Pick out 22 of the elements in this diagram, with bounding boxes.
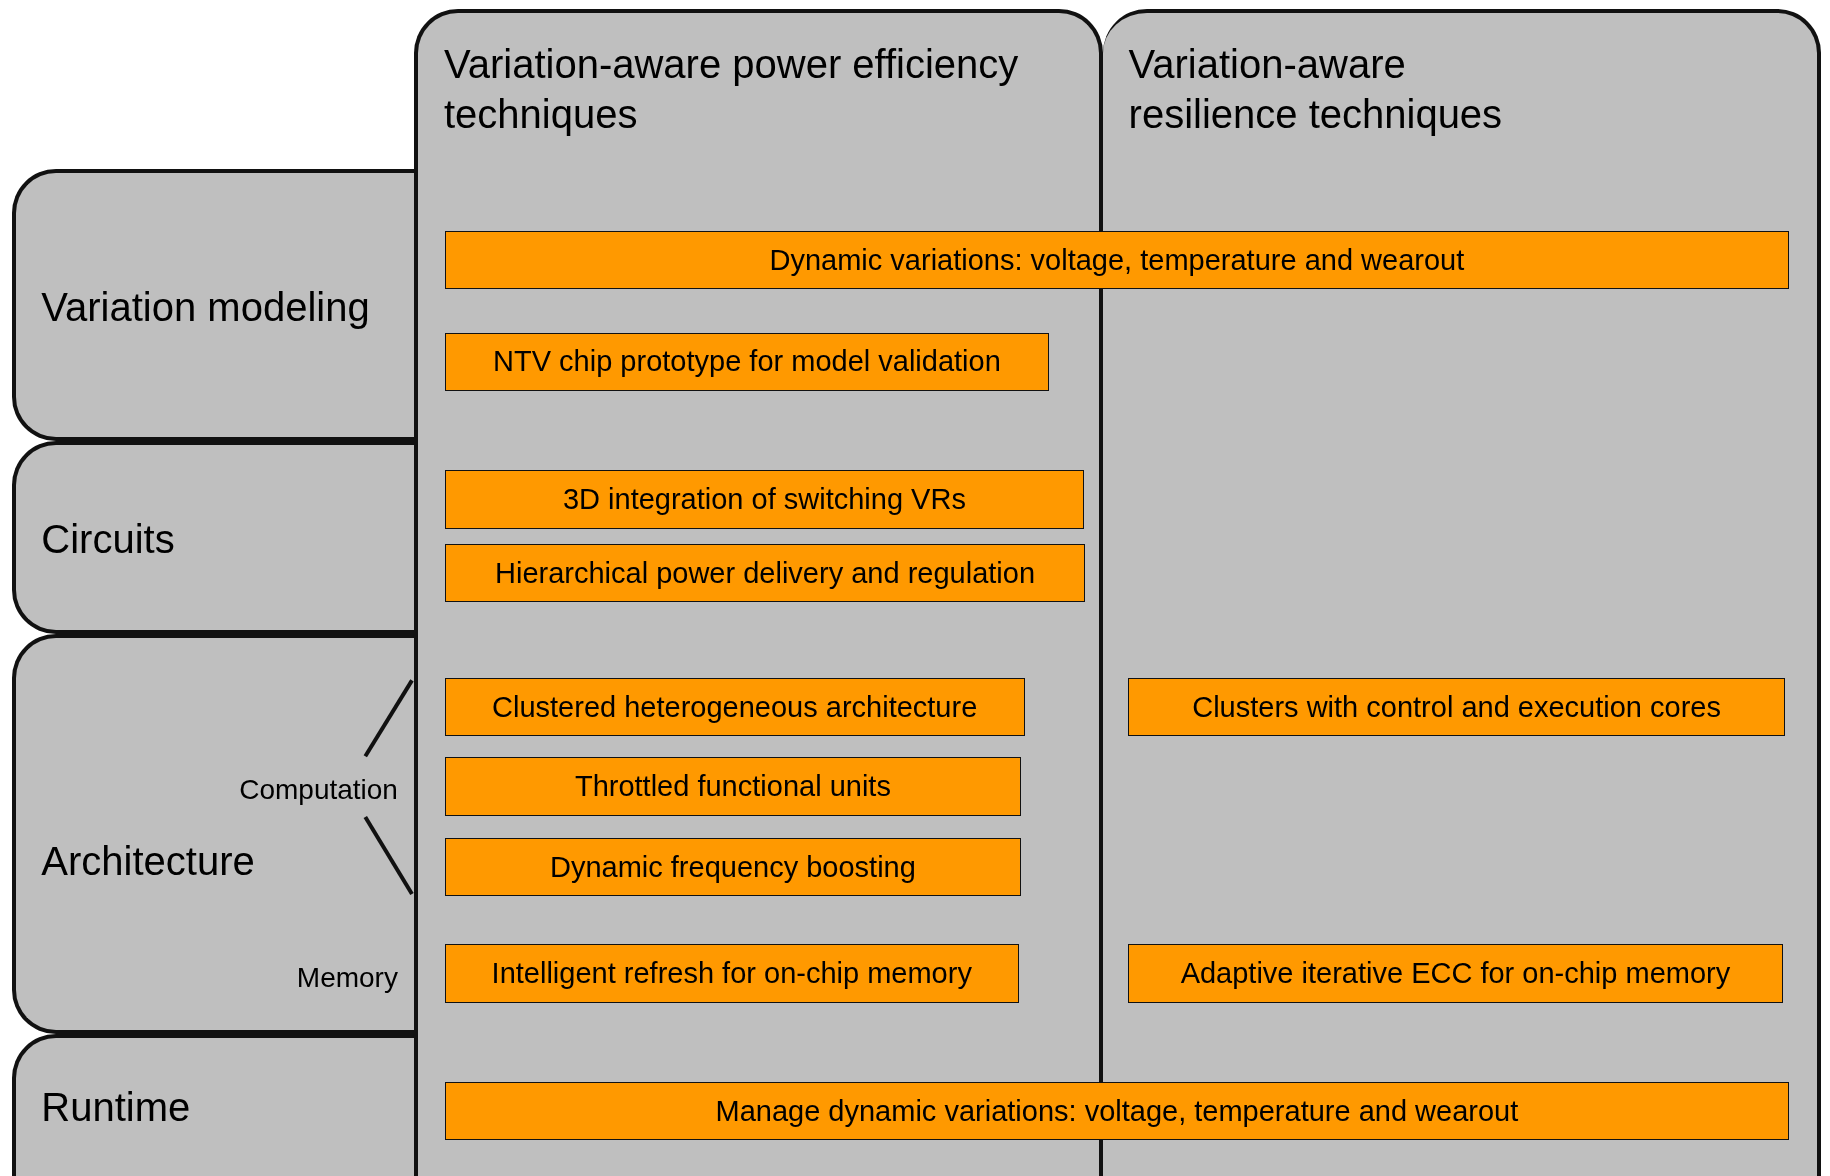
technique-box: Dynamic frequency boosting	[444, 837, 1022, 897]
technique-box: Intelligent refresh for on-chip memory	[444, 944, 1019, 1003]
column-heading: Variation-aware resilience techniques	[1128, 41, 1504, 138]
technique-box: Throttled functional units	[444, 757, 1022, 816]
technique-box: 3D integration of switching VRs	[444, 470, 1085, 529]
technique-box: NTV chip prototype for model validation	[444, 332, 1050, 391]
technique-box: Adaptive iterative ECC for on-chip memory	[1128, 944, 1783, 1003]
technique-box: Clusters with control and execution cores	[1128, 678, 1786, 737]
row-heading: Circuits	[41, 517, 175, 563]
technique-box: Manage dynamic variations: voltage, temperature and wearout	[444, 1081, 1790, 1141]
row-panel	[11, 169, 417, 442]
row-heading: Architecture	[41, 838, 255, 884]
row-heading: Variation modeling	[41, 285, 370, 331]
row-panel	[11, 1034, 417, 1176]
column-heading: Variation-aware power efficiency techniques	[444, 41, 1020, 138]
technique-box: Clustered heterogeneous architecture	[444, 678, 1025, 737]
sub-heading: Computation	[239, 774, 398, 807]
sub-heading: Memory	[296, 962, 398, 995]
technique-box: Dynamic variations: voltage, temperature and wearout	[444, 231, 1790, 290]
row-heading: Runtime	[41, 1085, 191, 1131]
technique-box: Hierarchical power delivery and regulation	[444, 543, 1086, 603]
row-panel	[11, 633, 417, 1035]
